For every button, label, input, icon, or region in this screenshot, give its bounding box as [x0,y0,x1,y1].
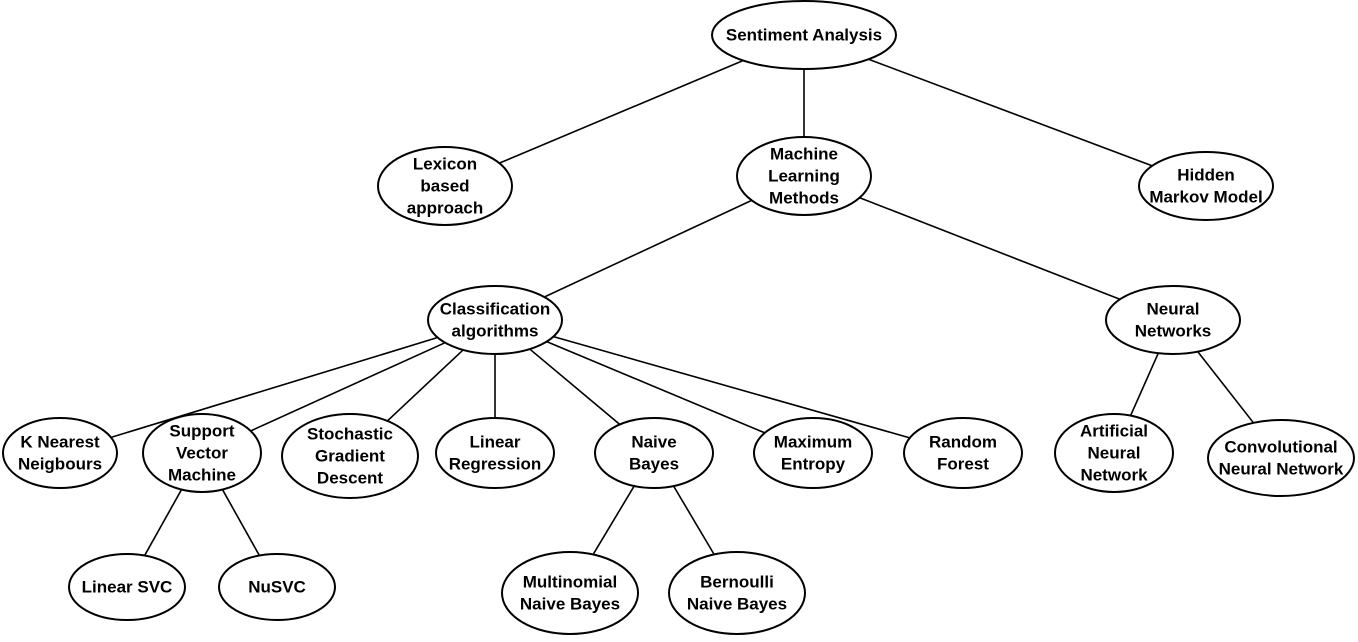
node-cnn-label-line: Convolutional [1224,437,1337,456]
node-rf-shape [903,417,1023,489]
node-lexicon-label-line: Lexicon [413,154,477,173]
node-linsvc-label-line: Linear SVC [82,577,173,596]
node-sgd-label-line: Gradient [315,446,385,465]
node-nusvc-label-line: NuSVC [248,577,306,596]
edge-svm-to-linsvc [143,489,183,556]
node-ml-label-line: Learning [768,166,840,185]
node-bnb-label-line: Bernoulli [700,572,774,591]
edge-classification-to-knn [110,336,438,439]
node-ml-label-line: Methods [769,188,839,207]
node-naive-label-line: Bayes [629,454,679,473]
node-neural-label-line: Networks [1135,321,1212,340]
node-mnb-label-line: Multinomial [523,572,617,591]
edge-classification-to-sgd [386,349,464,422]
node-maxent-label-line: Entropy [781,454,846,473]
node-hmm-shape [1138,151,1274,221]
edge-classification-to-naive [529,348,621,426]
node-svm-label-line: Machine [168,465,236,484]
node-rf-label-line: Forest [937,454,989,473]
node-rf-label-line: Random [929,432,997,451]
node-maxent-shape [753,417,873,489]
node-cnn-shape [1207,419,1355,497]
node-ml-shape [736,136,872,216]
edge-classification-to-svm [250,341,446,432]
node-ml-label-line: Machine [770,144,838,163]
node-lexicon: Lexicon based approach [377,146,513,226]
edge-classification-to-rf [553,335,911,439]
edge-ml-to-neural [859,196,1121,301]
node-sgd-label-line: Descent [317,468,383,487]
edge-naive-to-bnb [672,485,715,555]
node-maxent-label-line: Maximum [774,432,852,451]
node-classification-label-line: Classification [440,299,551,318]
node-lexicon-label-line: based [420,176,469,195]
node-sgd-shape [281,413,419,499]
node-linsvc-shape [68,553,186,621]
node-sentiment: Sentiment Analysis [711,0,897,70]
node-lexicon-label-line: approach [407,198,484,217]
node-naive-label-line: Naive [631,432,676,451]
node-linreg-shape [435,417,555,489]
node-cnn-label-line: Neural Network [1219,459,1344,478]
node-neural-label-line: Neural [1147,299,1200,318]
node-svm-label-line: Vector [176,443,228,462]
node-sgd-label-line: Stochastic [307,424,393,443]
node-ann-shape [1054,413,1174,493]
node-ann-label-line: Artificial [1080,421,1148,440]
edge-neural-to-cnn [1197,351,1255,424]
node-mnb-shape [501,551,639,635]
edge-svm-to-nusvc [221,489,261,556]
node-sentiment-label-line: Sentiment Analysis [726,25,882,44]
node-neural-shape [1105,285,1241,355]
node-classification-label-line: algorithms [452,321,539,340]
node-classification-shape [427,285,563,355]
node-mnb-label-line: Naive Bayes [520,594,620,613]
node-knn-shape [2,417,118,489]
node-knn-label-line: K Nearest [20,432,100,451]
edge-classification-to-maxent [546,340,766,434]
node-knn-label-line: Neigbours [18,454,102,473]
node-ann-label-line: Network [1080,465,1148,484]
node-bnb-label-line: Naive Bayes [687,594,787,613]
edge-neural-to-ann [1129,352,1160,416]
node-svm-shape [142,413,262,493]
node-ann-label-line: Neural [1088,443,1141,462]
edge-sentiment-to-lexicon [498,59,744,164]
node-nusvc-shape [218,553,336,621]
node-hmm-label-line: Markov Model [1149,187,1262,206]
edge-sentiment-to-hmm [868,58,1153,167]
node-linreg-label-line: Linear [469,432,520,451]
node-classification: Classification algorithms [427,285,563,355]
node-nusvc: NuSVC [218,553,336,621]
node-svm-label-line: Support [169,421,234,440]
edge-ml-to-classification [544,199,753,298]
node-sentiment-shape [711,0,897,70]
node-linsvc: Linear SVC [68,553,186,621]
edges-layer [110,58,1255,556]
node-naive-shape [594,417,714,489]
edge-naive-to-mnb [592,485,635,555]
node-linreg-label-line: Regression [449,454,542,473]
node-lexicon-shape [377,146,513,226]
node-hmm-label-line: Hidden [1177,165,1235,184]
node-bnb-shape [668,551,806,635]
